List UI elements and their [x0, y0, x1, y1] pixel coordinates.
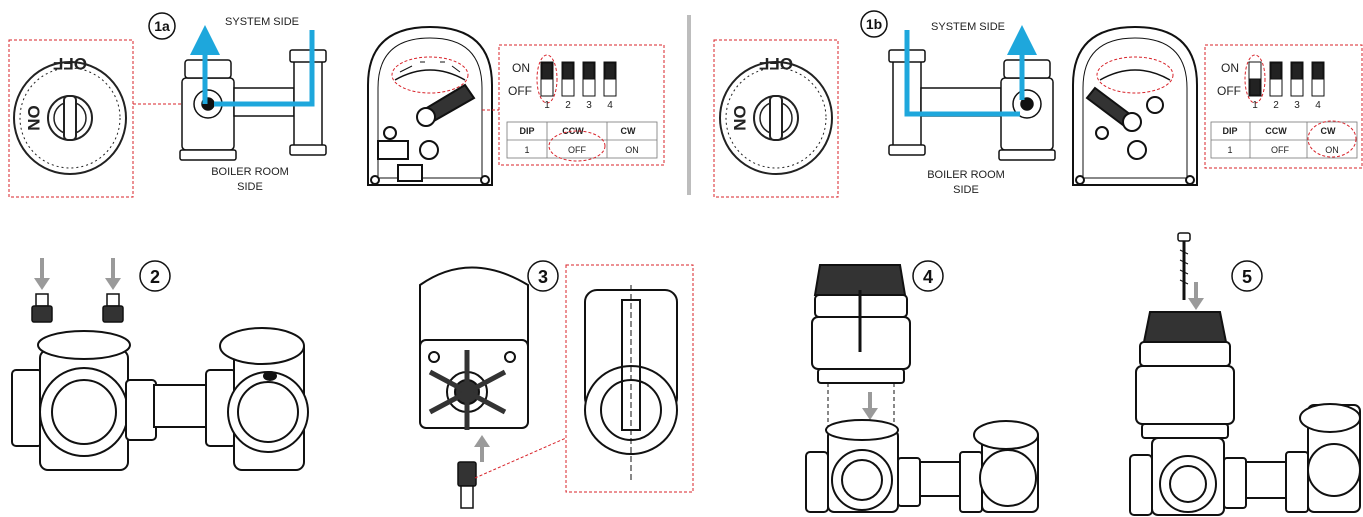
step-badge-1b: 1b — [860, 10, 888, 38]
down-arrow-4 — [862, 392, 878, 420]
dip-off-label: OFF — [508, 84, 532, 98]
dip-switches — [536, 54, 617, 104]
dip-table-header-cw-1b: CW — [1321, 126, 1336, 136]
step-badge-5: 5 — [1231, 260, 1263, 292]
panel-step-3: 3 — [419, 260, 694, 509]
step-badge-1a: 1a — [148, 12, 176, 40]
dip-on-label: ON — [512, 61, 530, 75]
flow-arrows — [190, 25, 315, 107]
knob-dial-1b: OFF ON — [719, 54, 833, 175]
dip-off-label-1b: OFF — [1217, 84, 1241, 98]
dip-table-cell-cw: ON — [625, 145, 639, 155]
up-arrow — [474, 435, 490, 462]
svg-text:4: 4 — [923, 267, 933, 287]
actuator-front-1b — [1072, 25, 1198, 186]
svg-text:2: 2 — [150, 267, 160, 287]
system-side-label-1b: SYSTEM SIDE — [931, 21, 1005, 33]
knob-callout-box — [8, 39, 134, 198]
panel-1a: OFF ON 1a SYSTEM SIDE BOILER ROOM SIDE — [8, 12, 665, 198]
valve-assembly-2 — [11, 327, 309, 471]
knob-dial: OFF ON — [13, 54, 127, 175]
svg-text:1b: 1b — [866, 16, 882, 32]
dip-table-1b — [1210, 121, 1358, 159]
panel-step-5: 5 — [1129, 232, 1361, 516]
screw — [1177, 232, 1191, 300]
dip-table-cell-cw-1b: ON — [1325, 145, 1339, 155]
dip-table — [506, 121, 658, 159]
adapter-pins — [31, 293, 124, 323]
ccw-highlight — [548, 130, 606, 162]
flow-arrows-1b — [904, 25, 1037, 117]
step-badge-2: 2 — [139, 260, 171, 292]
dip-table-header-ccw-1b: CCW — [1265, 126, 1287, 136]
actuator-side — [811, 264, 911, 384]
panel-1b: OFF ON 1b SYSTEM SIDE BOILER ROOM SIDE — [713, 10, 1363, 198]
dip-switches-1b — [1244, 54, 1325, 104]
boiler-room-label-1b-2: SIDE — [953, 184, 979, 196]
dip-callout-box — [498, 44, 665, 166]
knob-off-label-1b: OFF — [759, 54, 793, 73]
down-arrow-5 — [1188, 282, 1204, 310]
svg-text:1a: 1a — [154, 18, 170, 34]
adapter-enlarged — [584, 285, 678, 480]
dip-table-cell-dip-1b: 1 — [1227, 145, 1232, 155]
dip-callout-box-1b — [1204, 44, 1363, 169]
dip-table-header-dip: DIP — [519, 126, 534, 136]
dip-num-3: 3 — [586, 100, 592, 111]
actuator-front — [367, 25, 493, 186]
dip-table-cell-ccw-1b: OFF — [1271, 145, 1289, 155]
dip-table-header-cw: CW — [621, 126, 636, 136]
dip-num-4-1b: 4 — [1315, 100, 1321, 111]
actuator-mounted — [1129, 311, 1361, 516]
system-side-label: SYSTEM SIDE — [225, 16, 299, 28]
dip-table-header-ccw: CCW — [562, 126, 584, 136]
step-badge-3: 3 — [527, 260, 559, 292]
knob-callout-box-1b — [713, 39, 839, 198]
dip-on-label-1b: ON — [1221, 61, 1239, 75]
adapter-callout-box — [565, 264, 694, 493]
dip-table-header-dip-1b: DIP — [1222, 126, 1237, 136]
dip-num-4: 4 — [607, 100, 613, 111]
cw-highlight-1b — [1307, 120, 1357, 158]
dip-num-3-1b: 3 — [1294, 100, 1300, 111]
boiler-room-label-1: BOILER ROOM — [211, 166, 289, 178]
panel-step-2: 2 — [11, 258, 309, 471]
dip-table-cell-dip: 1 — [524, 145, 529, 155]
down-arrows — [34, 258, 121, 290]
dip-table-cell-ccw: OFF — [568, 145, 586, 155]
boiler-room-label-1b-1: BOILER ROOM — [927, 169, 1005, 181]
dip-num-2-1b: 2 — [1273, 100, 1279, 111]
svg-text:3: 3 — [538, 267, 548, 287]
dip-num-2: 2 — [565, 100, 571, 111]
three-way-valve-1b — [888, 49, 1056, 161]
panel-step-4: 4 — [805, 260, 1039, 513]
dip-num-1-1b: 1 — [1252, 100, 1258, 111]
knob-on-label-1b: ON — [730, 105, 749, 131]
drive-adapter — [457, 461, 477, 509]
knob-on-label: ON — [24, 105, 43, 131]
knob-off-label: OFF — [53, 54, 87, 73]
boiler-room-label-2: SIDE — [237, 181, 263, 193]
actuator-underside — [419, 266, 529, 430]
svg-text:5: 5 — [1242, 267, 1252, 287]
dip-num-1: 1 — [544, 100, 550, 111]
step-badge-4: 4 — [912, 260, 944, 292]
valve-assembly-4 — [805, 383, 1039, 513]
